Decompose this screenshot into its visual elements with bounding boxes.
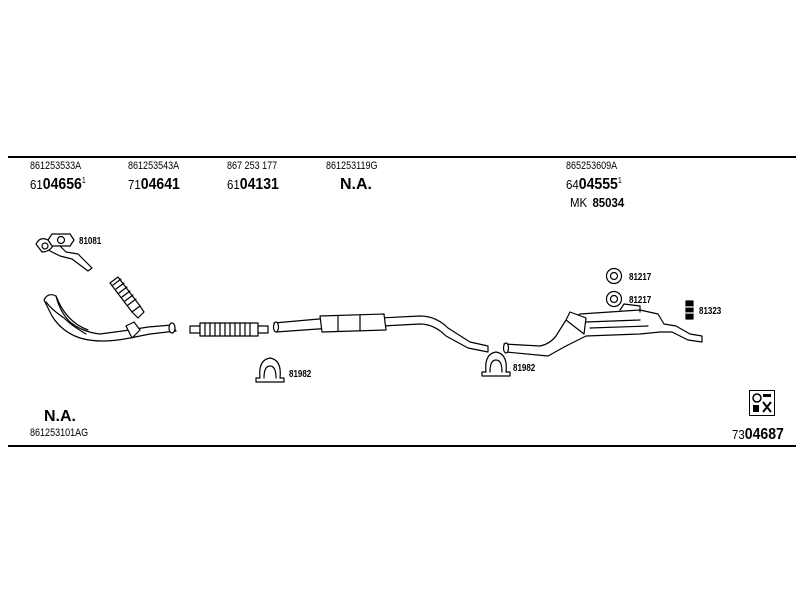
- flex-pipe-small-part[interactable]: [109, 276, 145, 319]
- part-prefix: 71: [128, 177, 141, 192]
- rear-muffler-part[interactable]: [502, 303, 703, 357]
- oem-number-bottom: 861253101AG: [30, 427, 89, 439]
- rubber-ring-part[interactable]: [605, 290, 623, 308]
- part-number-5[interactable]: 64045551: [566, 177, 622, 193]
- middle-muffler-part[interactable]: [272, 313, 489, 353]
- mk-prefix: MK: [570, 195, 588, 210]
- part-prefix: 64: [566, 177, 579, 192]
- bottom-divider-line: [8, 445, 796, 447]
- part-sup: 1: [81, 176, 86, 185]
- exhaust-clamp-part[interactable]: [255, 357, 285, 383]
- callout-label: 81081: [79, 236, 102, 247]
- mk-number: 85034: [592, 195, 625, 210]
- not-available-label-4: N.A.: [340, 176, 372, 193]
- callout-label: 81982: [513, 363, 536, 374]
- callout-label: 81217: [629, 295, 652, 306]
- callout-label: 81982: [289, 369, 312, 380]
- rubber-ring-part[interactable]: [605, 267, 623, 285]
- oem-number-1: 861253533A: [30, 160, 82, 172]
- part-number-1[interactable]: 61046561: [30, 177, 86, 193]
- part-sup: 1: [617, 176, 622, 185]
- barcode-set-icon: [749, 390, 775, 416]
- rubber-hanger-part[interactable]: [685, 300, 694, 320]
- front-downpipe-part[interactable]: [43, 294, 177, 342]
- oem-number-5: 865253609A: [566, 160, 618, 172]
- flange-gasket-part[interactable]: [35, 233, 93, 272]
- callout-label: 81217: [629, 272, 652, 283]
- not-available-label-bottom: N.A.: [44, 408, 76, 425]
- part-prefix: 61: [227, 177, 240, 192]
- part-prefix: 73: [732, 427, 745, 442]
- callout-label: 81323: [699, 306, 722, 317]
- part-main: 04656: [42, 176, 82, 193]
- oem-number-3: 867 253 177: [227, 160, 278, 172]
- kit-part-number[interactable]: 7304687: [732, 427, 784, 443]
- part-prefix: 61: [30, 177, 43, 192]
- top-divider-line: [8, 156, 796, 158]
- oem-number-2: 861253543A: [128, 160, 180, 172]
- part-main: 04131: [239, 176, 279, 193]
- mounting-kit-number[interactable]: MK 85034: [570, 196, 624, 209]
- part-main: 04687: [744, 426, 784, 443]
- flex-pipe-large-part[interactable]: [189, 322, 269, 337]
- oem-number-4: 861253119G: [326, 160, 378, 172]
- exhaust-clamp-part[interactable]: [481, 351, 511, 377]
- part-number-3[interactable]: 6104131: [227, 177, 279, 193]
- part-main: 04555: [578, 176, 618, 193]
- part-main: 04641: [140, 176, 180, 193]
- part-number-2[interactable]: 7104641: [128, 177, 180, 193]
